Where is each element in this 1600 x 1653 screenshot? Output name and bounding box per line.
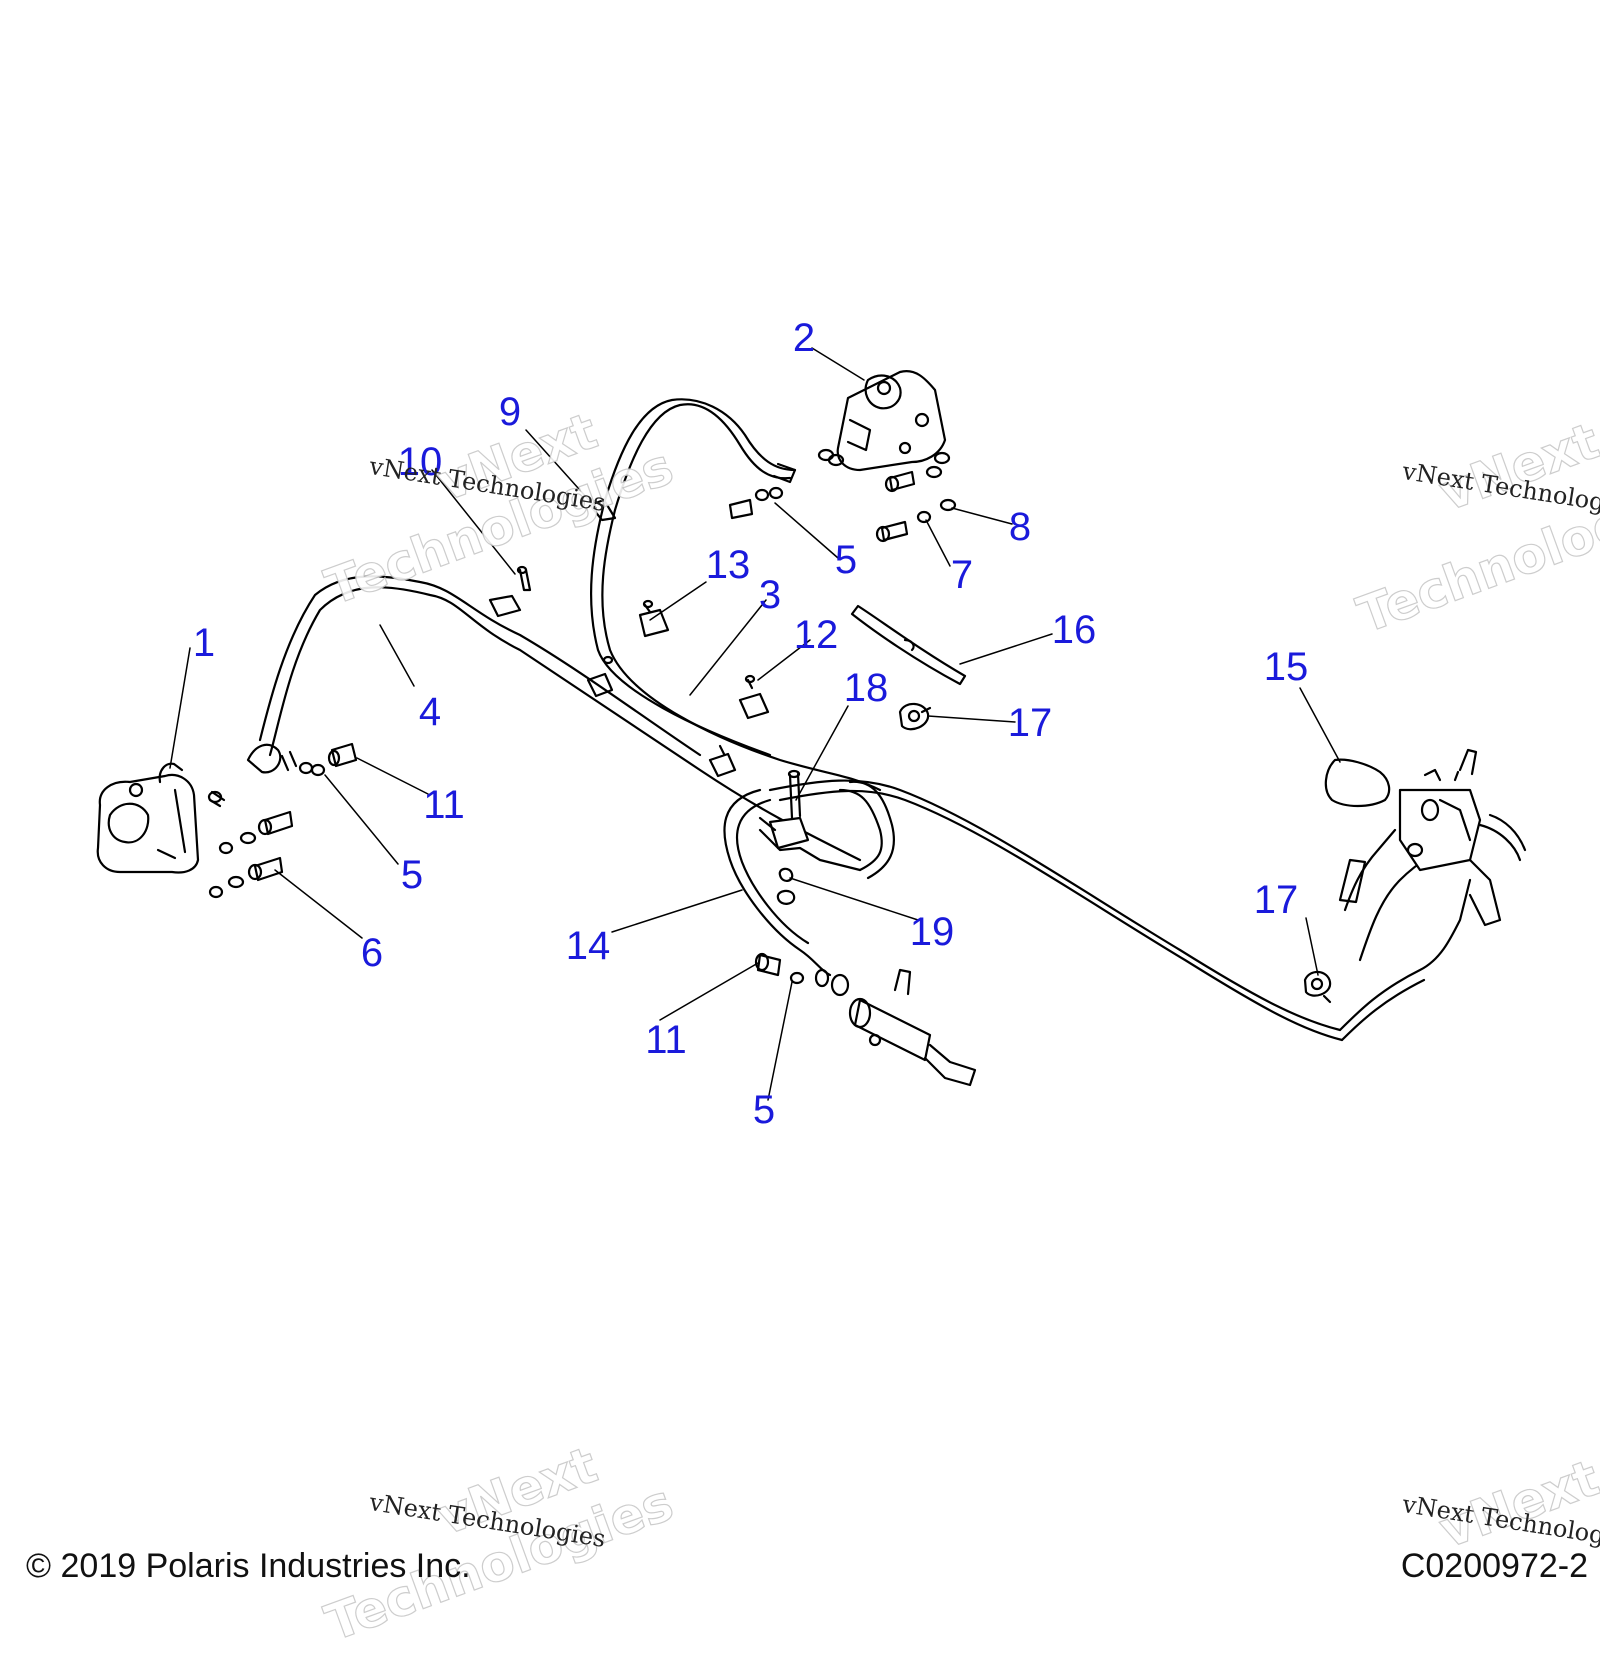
hardware-bottom <box>754 952 805 985</box>
clamp-upper <box>898 702 932 731</box>
callout-17-upper: 17 <box>1007 701 1053 745</box>
tie-strap <box>850 604 967 686</box>
callout-4: 4 <box>418 690 442 734</box>
callout-18: 18 <box>843 666 889 710</box>
callout-14: 14 <box>565 924 611 968</box>
caliper-top <box>817 370 947 472</box>
callout-12: 12 <box>793 613 839 657</box>
callout-11-left: 11 <box>423 783 465 827</box>
line-clips <box>488 498 770 778</box>
callout-10: 10 <box>397 440 443 484</box>
callout-1: 1 <box>192 621 216 665</box>
callout-7: 7 <box>950 553 974 597</box>
leader-lines <box>169 347 1341 1101</box>
callout-9: 9 <box>498 390 522 434</box>
copyright-text: © 2019 Polaris Industries Inc. <box>26 1547 471 1585</box>
callout-15: 15 <box>1263 645 1309 689</box>
hardware-top <box>728 451 957 543</box>
callout-8: 8 <box>1008 505 1032 549</box>
brake-line-14 <box>723 779 1472 1042</box>
callout-17-lower: 17 <box>1253 878 1299 922</box>
reservoir-assembly <box>1324 748 1527 927</box>
brake-line-4 <box>246 575 862 862</box>
parts-diagram: 1 2 3 4 5 5 5 6 7 8 9 10 11 11 12 13 14 … <box>26 316 1600 1653</box>
callout-13: 13 <box>705 543 751 587</box>
brake-line-3 <box>589 398 882 792</box>
callout-16: 16 <box>1051 608 1097 652</box>
callout-5-bottom: 5 <box>752 1088 776 1132</box>
grommet <box>776 867 796 905</box>
hardware-left <box>208 742 358 899</box>
diagram-code: C0200972-2 <box>1400 1547 1588 1585</box>
callout-19: 19 <box>909 910 955 954</box>
callout-3: 3 <box>758 573 782 617</box>
callout-5-left: 5 <box>400 853 424 897</box>
callout-11-bottom: 11 <box>645 1018 687 1062</box>
callout-6: 6 <box>360 931 384 975</box>
junction-block <box>758 769 810 850</box>
master-cylinder <box>814 968 977 1087</box>
callout-5-top: 5 <box>834 538 858 582</box>
clamp-lower <box>1303 970 1332 1004</box>
callout-2: 2 <box>792 316 816 360</box>
brake-line-line-art <box>96 347 1527 1101</box>
caliper-left <box>96 762 226 874</box>
